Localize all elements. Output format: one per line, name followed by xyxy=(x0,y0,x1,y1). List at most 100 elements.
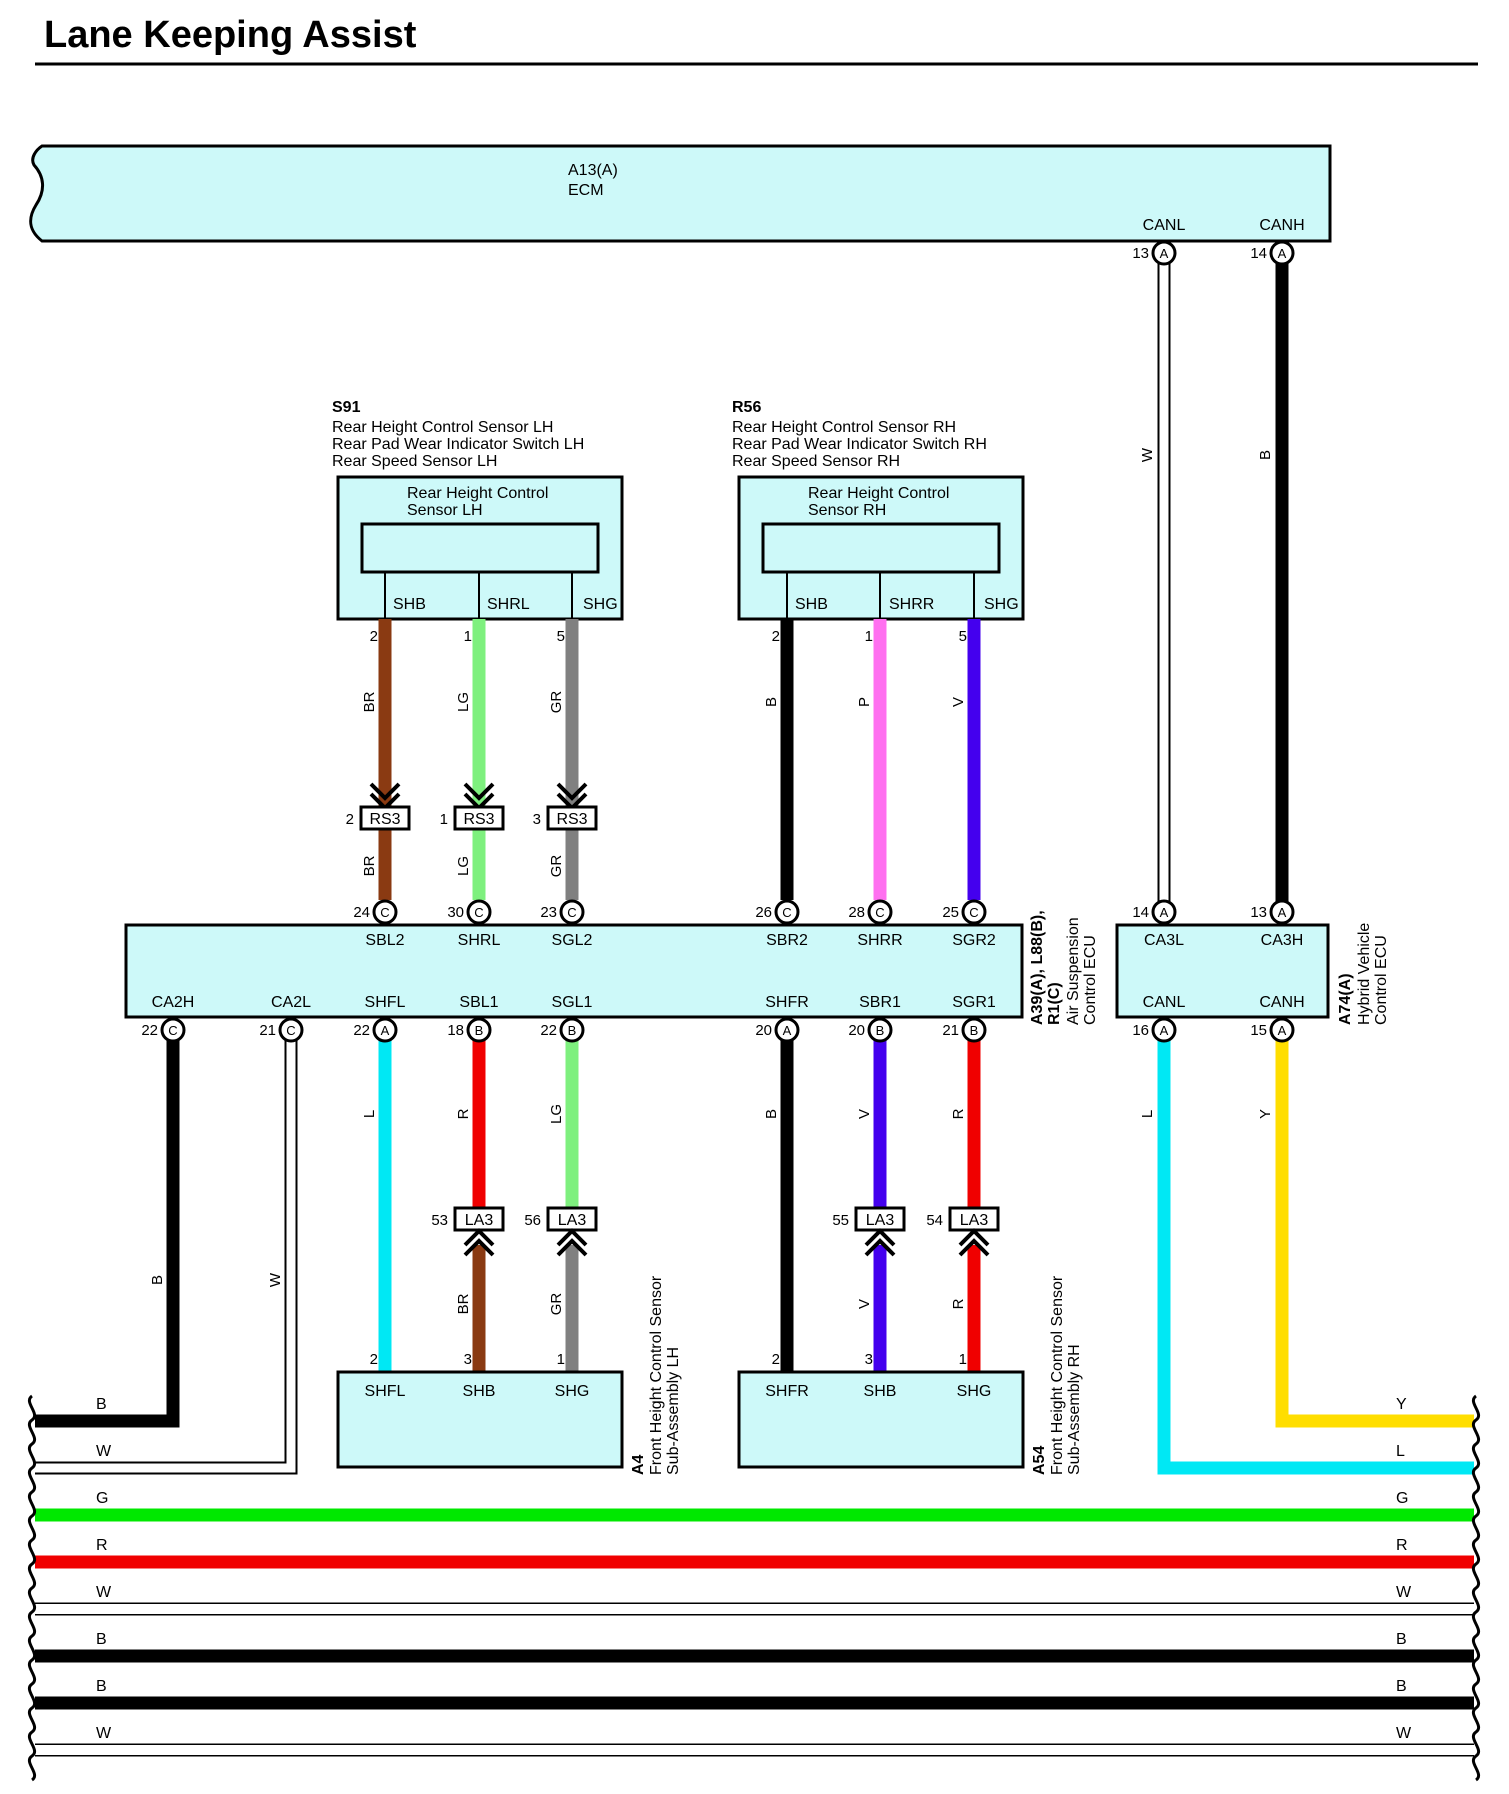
wire-color-label: P xyxy=(856,697,873,707)
terminal-pin: 14 xyxy=(1132,904,1149,921)
a4-term-label: SHB xyxy=(463,1383,496,1400)
bus-wire-label-left: B xyxy=(96,1678,107,1695)
terminal-label: SHFR xyxy=(765,994,809,1011)
terminal-circle xyxy=(466,899,492,925)
rs3-pin: 2 xyxy=(346,811,354,828)
wire-color-label: LG xyxy=(548,1104,565,1124)
ecm-canl-label: CANL xyxy=(1143,217,1186,234)
a4-name: Front Height Control Sensor xyxy=(648,1275,665,1475)
terminal-connector: C xyxy=(474,905,483,920)
terminal: B 20 xyxy=(848,1017,893,1043)
wire-color-label: B xyxy=(763,1109,780,1119)
rs3-label: RS3 xyxy=(556,811,587,828)
bus-wire-label-left: G xyxy=(96,1490,108,1507)
ecu-code: A39(A), L88(B), xyxy=(1029,910,1046,1025)
terminal-label: SGL1 xyxy=(552,994,593,1011)
terminal: A 14 xyxy=(1132,899,1177,925)
terminal-connector: A xyxy=(1160,905,1169,920)
a4-pin: 1 xyxy=(557,1351,565,1368)
terminal-pin: 22 xyxy=(353,1022,370,1039)
terminal-circle xyxy=(774,899,800,925)
terminal-pin: 26 xyxy=(755,904,772,921)
ecu-name: Air Suspension xyxy=(1065,917,1082,1025)
terminal-circle xyxy=(1269,1017,1295,1043)
terminal-label: SHFL xyxy=(365,994,406,1011)
s91-line: Rear Speed Sensor LH xyxy=(332,453,497,470)
ecu-name: Control ECU xyxy=(1082,935,1099,1025)
terminal: C 26 xyxy=(755,899,800,925)
bus-wire-label-right: R xyxy=(1396,1537,1408,1554)
terminal-label: CA2H xyxy=(152,994,195,1011)
wire-color-label: V xyxy=(856,1299,873,1309)
terminal-label: SBR1 xyxy=(859,994,901,1011)
wire-color-label: Y xyxy=(1257,1109,1274,1119)
s91-line: Rear Pad Wear Indicator Switch LH xyxy=(332,436,584,453)
terminal-connector: A xyxy=(1278,246,1287,261)
terminal-circle xyxy=(160,1017,186,1043)
terminal-connector: C xyxy=(875,905,884,920)
bus-wire-label-right: L xyxy=(1396,1443,1405,1460)
terminal-connector: B xyxy=(475,1023,484,1038)
bus-wire-label-right: W xyxy=(1396,1584,1412,1601)
terminal-pin: 23 xyxy=(540,904,557,921)
s91-term-label: SHB xyxy=(393,596,426,613)
la3-pin: 56 xyxy=(524,1212,541,1229)
s91-pin: 5 xyxy=(557,628,565,645)
wire-color-label: BR xyxy=(455,1293,472,1314)
a54-term-label: SHFR xyxy=(765,1383,809,1400)
terminal-pin: 20 xyxy=(755,1022,772,1039)
r56-header: R56 Rear Height Control Sensor RH Rear P… xyxy=(732,399,987,470)
terminal-circle xyxy=(559,1017,585,1043)
terminal: B22 xyxy=(540,1017,585,1043)
air-suspension-ecu-box: A39(A), L88(B), R1(C) Air Suspension Con… xyxy=(124,910,1099,1025)
hv-name: Hybrid Vehicle xyxy=(1356,923,1373,1025)
terminal-pin: 28 xyxy=(848,904,865,921)
terminal: A13 xyxy=(1132,240,1177,266)
terminal-connector: B xyxy=(568,1023,577,1038)
terminal: B18 xyxy=(447,1017,492,1043)
rs3-label: RS3 xyxy=(369,811,400,828)
bus-wire-label-left: B xyxy=(96,1396,107,1413)
terminal-circle xyxy=(372,899,398,925)
terminal-pin: 20 xyxy=(848,1022,865,1039)
s91-pin: 2 xyxy=(370,628,378,645)
wire-color-label: R xyxy=(950,1298,967,1309)
terminal: A16 xyxy=(1132,1017,1177,1043)
wire-color-label: BR xyxy=(361,855,378,876)
terminal-label: SGL2 xyxy=(552,932,593,949)
a54-code: A54 xyxy=(1031,1446,1048,1475)
terminal-connector: C xyxy=(782,905,791,920)
terminal-circle xyxy=(1151,240,1177,266)
terminal-connector: A xyxy=(1160,246,1169,261)
bus-wire-label-left: W xyxy=(96,1725,112,1742)
wire-color-label: B xyxy=(149,1275,166,1285)
terminal-label: CA2L xyxy=(271,994,311,1011)
wire-color-label: R xyxy=(455,1108,472,1119)
terminal: C25 xyxy=(942,899,987,925)
la3-label: LA3 xyxy=(960,1212,989,1229)
wire-color-label: L xyxy=(1139,1110,1156,1118)
terminal-pin: 14 xyxy=(1250,245,1267,262)
terminal-connector: C xyxy=(286,1023,295,1038)
bus-wire-label-right: G xyxy=(1396,1490,1408,1507)
r56-line: Rear Speed Sensor RH xyxy=(732,453,900,470)
r56-inner-label: Sensor RH xyxy=(808,502,886,519)
terminal-pin: 22 xyxy=(141,1022,158,1039)
wire-color-ecm-canh: B xyxy=(1257,450,1274,460)
terminal-pin: 16 xyxy=(1132,1022,1149,1039)
terminal-connector: B xyxy=(876,1023,885,1038)
terminal-label: CA3L xyxy=(1144,932,1184,949)
s91-pin: 1 xyxy=(464,628,472,645)
s91-inner-label: Rear Height Control xyxy=(407,485,548,502)
terminal-circle xyxy=(278,1017,304,1043)
wire-color-label: L xyxy=(361,1110,378,1118)
ecu-code: R1(C) xyxy=(1046,982,1063,1025)
terminal-connector: C xyxy=(168,1023,177,1038)
terminal-pin: 30 xyxy=(447,904,464,921)
terminal-circle xyxy=(1151,1017,1177,1043)
terminal-label: SGR1 xyxy=(952,994,996,1011)
terminal-circle xyxy=(774,1017,800,1043)
terminal: C23 xyxy=(540,899,585,925)
